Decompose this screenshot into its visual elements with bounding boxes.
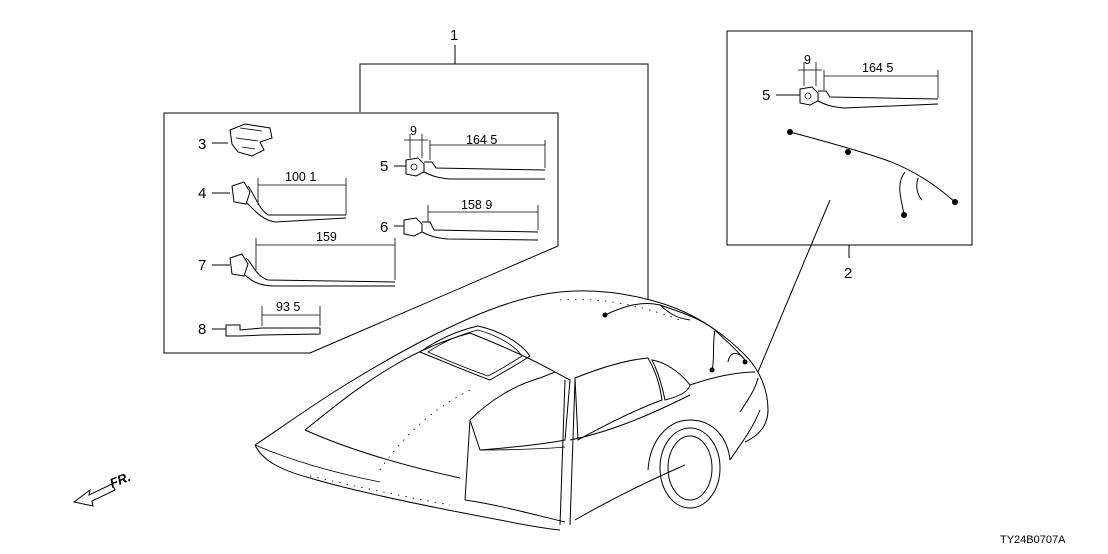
part-4-connector: 4 100 1 xyxy=(198,170,347,223)
part-3-clip: 3 xyxy=(198,123,273,157)
assembly-2-group: 2 5 9 164 5 xyxy=(726,30,973,373)
callout-2: 2 xyxy=(844,265,852,282)
vehicle-outline xyxy=(254,290,769,531)
part-7-connector: 7 159 xyxy=(198,230,396,287)
dim-part-8-length: 93 5 xyxy=(276,300,300,314)
part-5-left-connector: 5 9 164 5 xyxy=(380,124,546,180)
dim-part-5-left-offset: 9 xyxy=(410,124,417,138)
callout-5-left: 5 xyxy=(380,158,388,175)
dim-part-5-right-offset: 9 xyxy=(804,53,811,67)
callout-4: 4 xyxy=(198,185,206,202)
diagram-code: TY24B0707A xyxy=(1000,534,1066,546)
dim-part-4-length: 100 1 xyxy=(285,170,316,184)
callout-6: 6 xyxy=(380,219,388,236)
dim-part-6-length: 158 9 xyxy=(461,198,492,212)
dim-part-7-length: 159 xyxy=(316,230,337,244)
callout-1: 1 xyxy=(450,27,458,44)
callout-8: 8 xyxy=(198,321,206,338)
dim-part-5-right-length: 164 5 xyxy=(862,61,893,75)
installed-harness xyxy=(602,302,748,373)
part-6-connector: 6 158 9 xyxy=(380,198,539,241)
dim-part-5-left-length: 164 5 xyxy=(466,133,497,147)
part-5-right-connector: 5 9 164 5 xyxy=(762,53,939,109)
callout-7: 7 xyxy=(198,257,206,274)
part-8-terminal: 8 93 5 xyxy=(198,300,321,338)
direction-label: FR. xyxy=(108,469,133,491)
callout-3: 3 xyxy=(198,136,206,153)
front-direction-arrow-icon: FR. xyxy=(72,469,133,507)
callout-5-right: 5 xyxy=(762,87,770,104)
assembly-1-group: 1 3 4 100 1 7 xyxy=(163,27,649,354)
rear-harness xyxy=(787,129,958,218)
